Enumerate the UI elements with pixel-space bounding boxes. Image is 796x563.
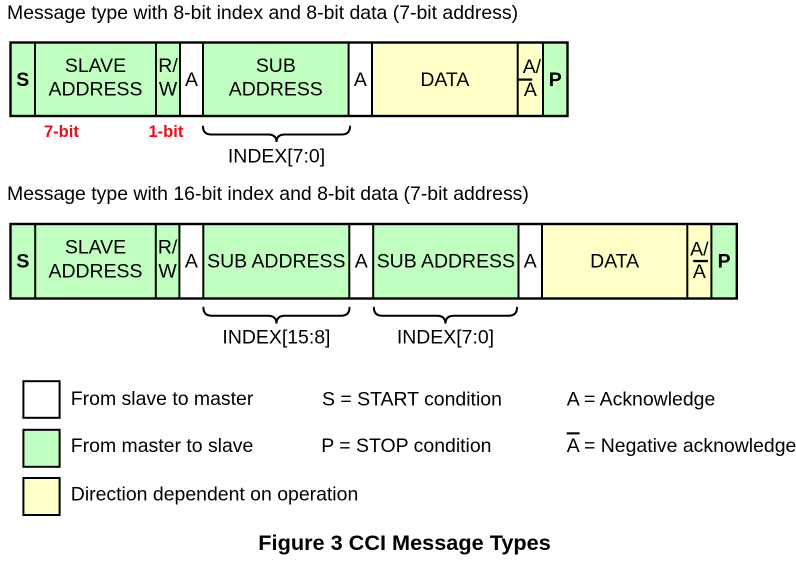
svg-text:A: A [185,251,198,273]
svg-text:A: A [693,261,706,283]
svg-text:A: A [354,69,367,91]
svg-text:1-bit: 1-bit [149,123,184,141]
svg-text:Message type with 8-bit index: Message type with 8-bit index and 8-bit … [7,2,518,24]
svg-text:SLAVE: SLAVE [65,55,126,77]
svg-text:A/: A/ [523,56,542,78]
svg-text:Figure 3 CCI Message Types: Figure 3 CCI Message Types [258,530,550,555]
svg-text:DATA: DATA [420,69,469,91]
svg-text:A = Negative acknowledge: A = Negative acknowledge [567,435,796,457]
svg-text:R/: R/ [158,237,178,259]
svg-text:INDEX[7:0]: INDEX[7:0] [397,326,494,348]
svg-text:A = Acknowledge: A = Acknowledge [567,388,716,410]
svg-text:From master to slave: From master to slave [71,435,254,457]
svg-text:ADDRESS: ADDRESS [229,78,323,100]
svg-text:S: S [16,251,29,273]
svg-text:INDEX[15:8]: INDEX[15:8] [222,326,330,348]
svg-text:W: W [159,78,178,100]
svg-text:From slave to master: From slave to master [71,388,254,410]
svg-text:P: P [718,251,731,273]
svg-text:SUB ADDRESS: SUB ADDRESS [377,251,515,273]
svg-text:ADDRESS: ADDRESS [49,78,143,100]
svg-text:INDEX[7:0]: INDEX[7:0] [228,146,325,168]
svg-text:SUB: SUB [256,55,296,77]
svg-text:A: A [524,79,537,101]
svg-text:P = STOP condition: P = STOP condition [321,435,491,457]
svg-text:W: W [158,260,177,282]
svg-text:A: A [355,251,368,273]
svg-text:SUB ADDRESS: SUB ADDRESS [207,251,345,273]
svg-text:A: A [185,69,198,91]
svg-text:A: A [524,251,537,273]
svg-text:SLAVE: SLAVE [65,237,126,259]
svg-text:DATA: DATA [590,251,639,273]
svg-text:A/: A/ [690,239,709,261]
svg-text:Direction dependent on operati: Direction dependent on operation [71,484,358,506]
svg-text:Message type with 16-bit index: Message type with 16-bit index and 8-bit… [7,183,529,205]
svg-text:P: P [549,69,562,91]
svg-text:ADDRESS: ADDRESS [49,260,143,282]
svg-text:S: S [16,69,29,91]
svg-text:S = START condition: S = START condition [322,388,502,410]
svg-text:R/: R/ [158,55,178,77]
svg-text:7-bit: 7-bit [44,123,79,141]
